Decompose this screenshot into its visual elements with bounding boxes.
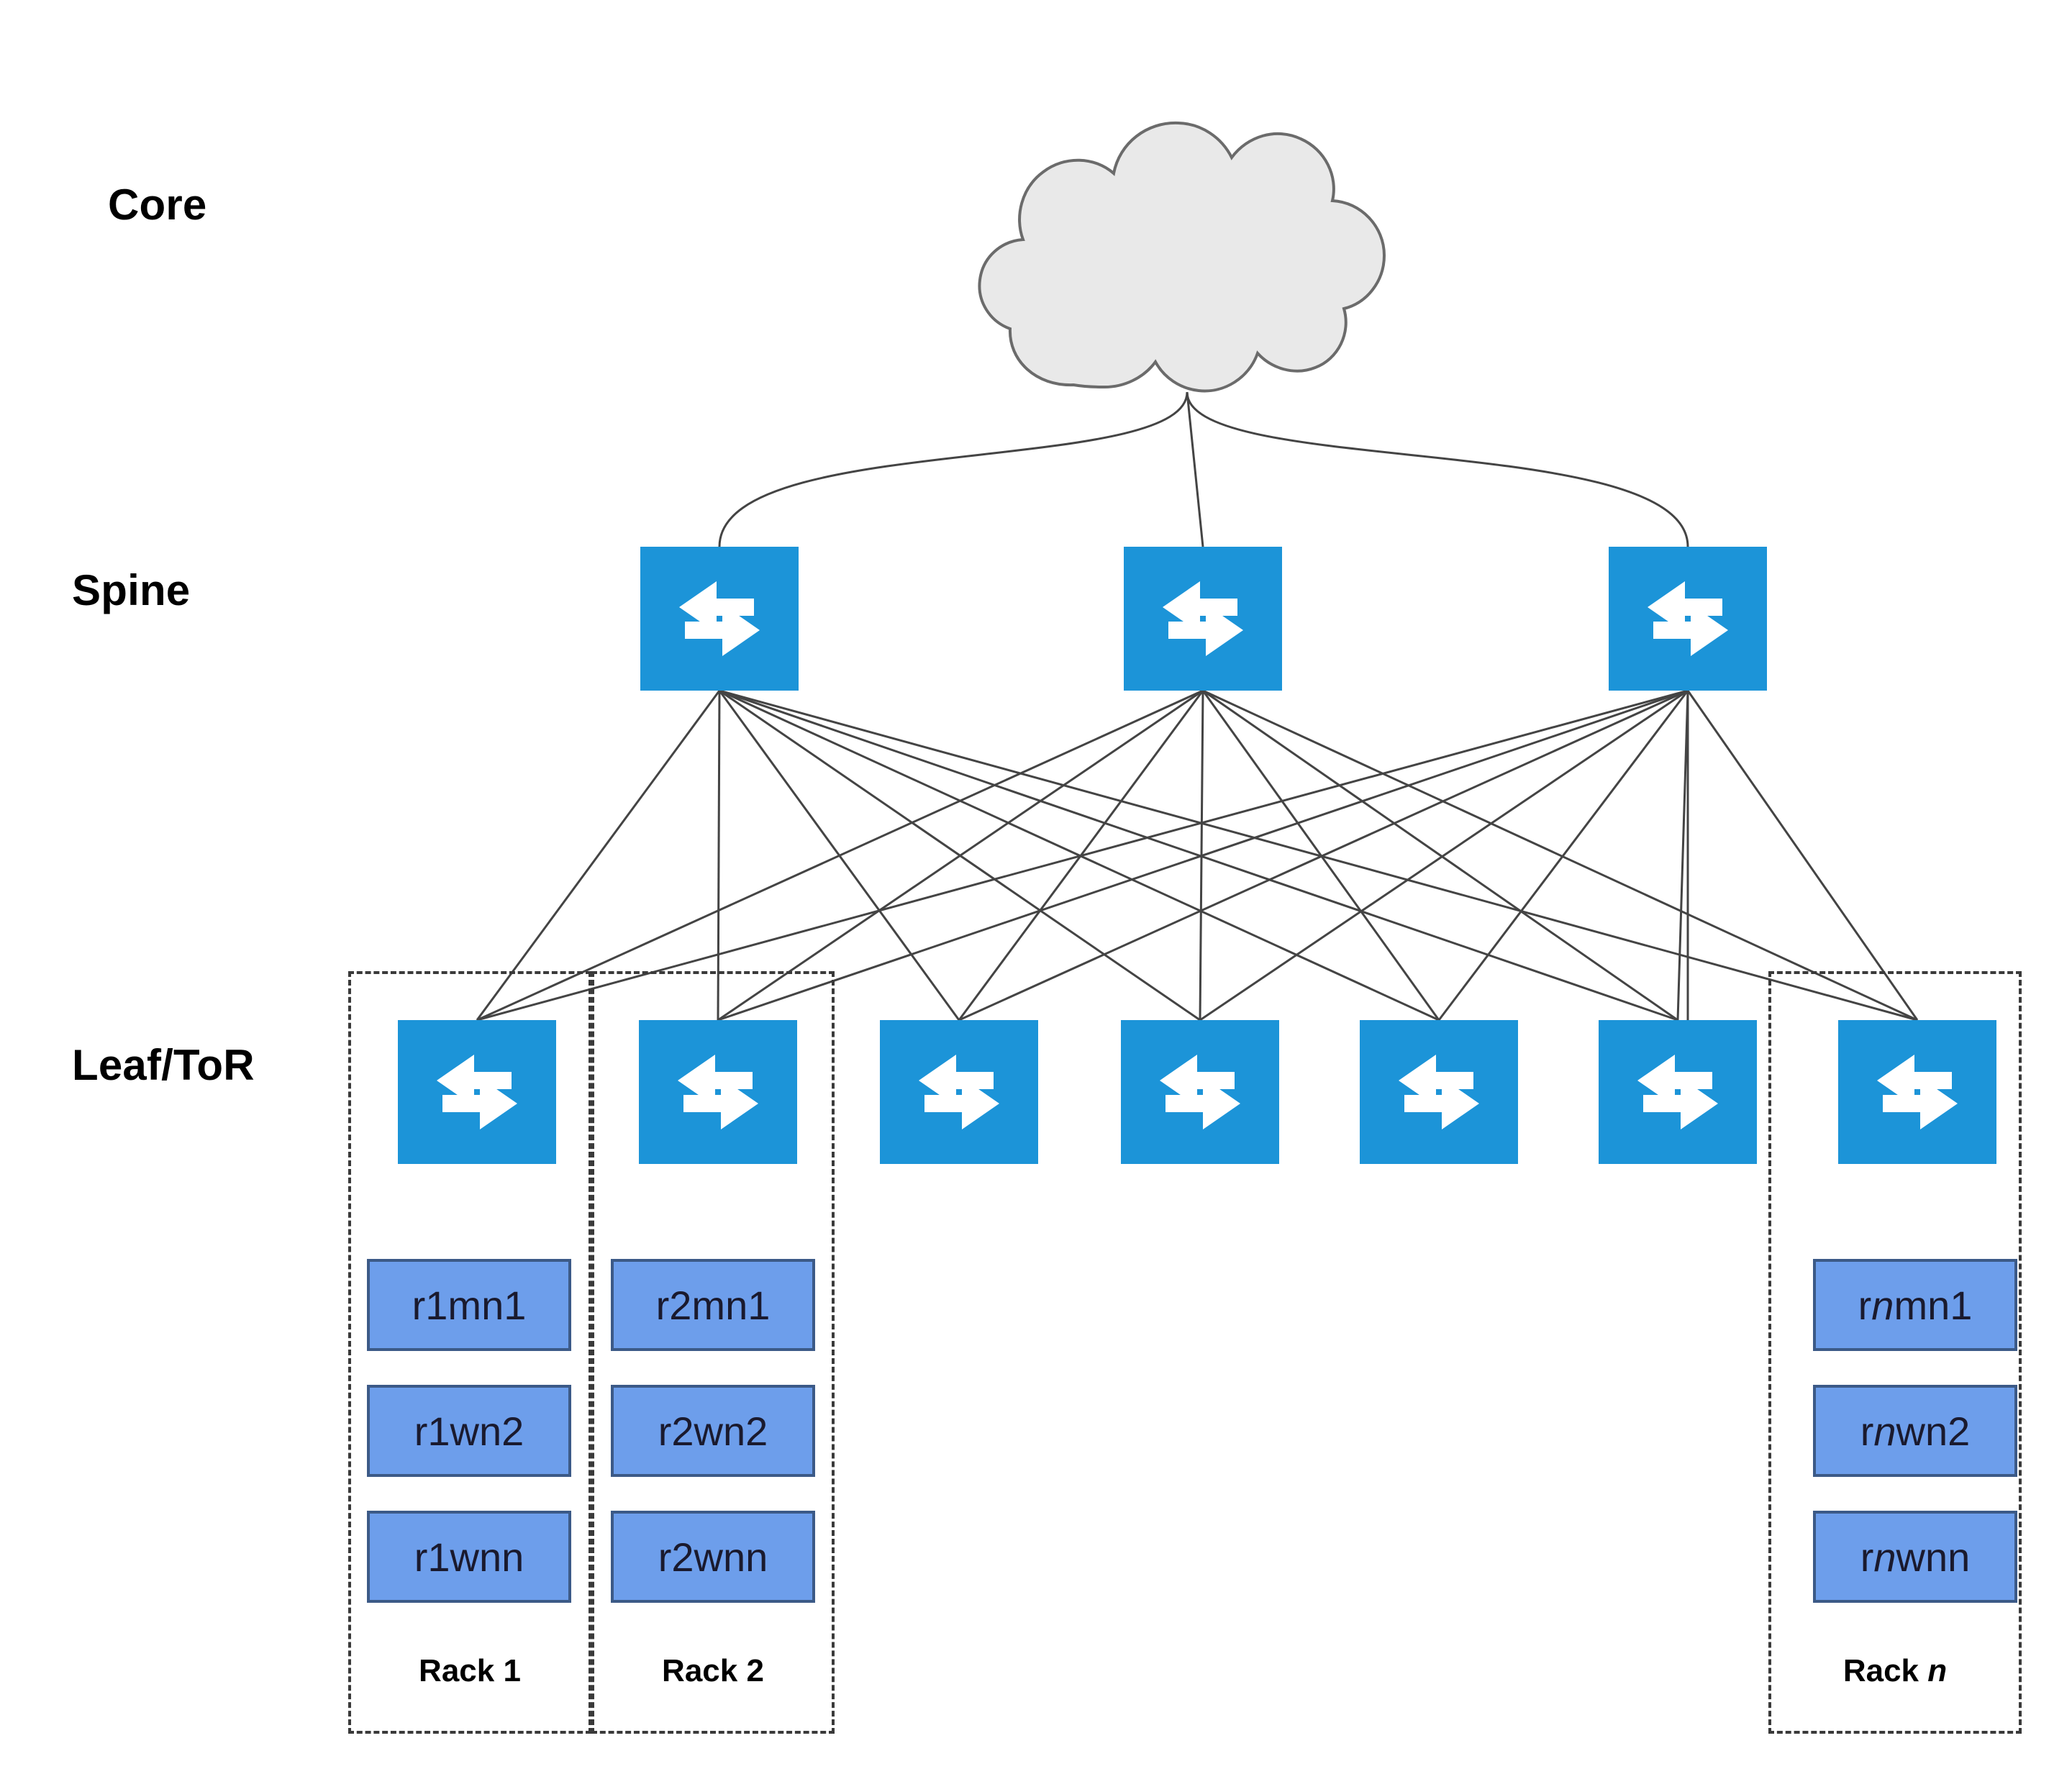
server-node-label: r1wn2 (414, 1408, 524, 1454)
tier-label-spine: Spine (72, 566, 191, 614)
spine-switch-1[interactable] (640, 547, 799, 691)
tier-label-leaf-tor: Leaf/ToR (72, 1041, 255, 1089)
rack-caption-n: Rack n (1768, 1653, 2022, 1689)
leaf-switch-4[interactable] (1121, 1020, 1279, 1164)
spine-switch-3[interactable] (1609, 547, 1767, 691)
leaf-switch-3[interactable] (880, 1020, 1038, 1164)
server-node-label: r (1858, 1282, 1872, 1328)
leaf-switch-7[interactable] (1838, 1020, 1996, 1164)
server-node-label: r2wnn (658, 1534, 768, 1580)
server-node-label-tail: mn1 (1894, 1282, 1973, 1328)
switch-icon (1637, 1055, 1718, 1129)
server-node-label-italic: n (1873, 1408, 1896, 1454)
spine-switch-2[interactable] (1124, 547, 1282, 691)
server-node[interactable]: r1wn2 (367, 1385, 571, 1477)
rack-caption-italic: n (1927, 1653, 1948, 1688)
rack-caption-2: Rack 2 (591, 1653, 835, 1689)
server-node-label: r2wn2 (658, 1408, 768, 1454)
server-node-label: r2mn1 (655, 1282, 771, 1328)
cloud-icon (978, 121, 1386, 393)
switch-icon (1399, 1055, 1479, 1129)
switch-icon (1648, 581, 1728, 656)
server-node-label: r (1860, 1534, 1874, 1580)
switch-icon (1877, 1055, 1958, 1129)
rack-boundary-1 (348, 971, 591, 1734)
server-node-label: r1mn1 (412, 1282, 527, 1328)
switch-icon (678, 1055, 758, 1129)
rack-caption-text: Rack (1842, 1653, 1928, 1688)
server-node[interactable]: r2mn1 (611, 1259, 815, 1351)
rack-boundary-n (1768, 971, 2022, 1734)
switch-icon (1163, 581, 1243, 656)
rack-caption-text: Rack 1 (419, 1653, 521, 1688)
server-node-label-italic: n (1873, 1534, 1896, 1580)
server-node-label-tail: wn2 (1896, 1408, 1971, 1454)
rack-boundary-2 (591, 971, 835, 1734)
server-node-label-tail: wnn (1896, 1534, 1971, 1580)
rack-caption-text: Rack 2 (662, 1653, 764, 1688)
switch-icon (1160, 1055, 1240, 1129)
rack-caption-1: Rack 1 (348, 1653, 591, 1689)
switch-icon (437, 1055, 517, 1129)
server-node-label: r1wnn (414, 1534, 524, 1580)
leaf-switch-5[interactable] (1360, 1020, 1518, 1164)
server-node[interactable]: r1wnn (367, 1511, 571, 1603)
core-cloud[interactable] (964, 68, 1410, 396)
leaf-switch-2[interactable] (639, 1020, 797, 1164)
server-node[interactable]: r1mn1 (367, 1259, 571, 1351)
server-node[interactable]: r2wn2 (611, 1385, 815, 1477)
switch-icon (919, 1055, 999, 1129)
switch-icon (679, 581, 760, 656)
leaf-switch-1[interactable] (398, 1020, 556, 1164)
leaf-switch-6[interactable] (1599, 1020, 1757, 1164)
server-node-label: r (1860, 1408, 1874, 1454)
tier-label-core: Core (108, 181, 207, 229)
server-node[interactable]: r2wnn (611, 1511, 815, 1603)
server-node-label-italic: n (1871, 1282, 1894, 1328)
